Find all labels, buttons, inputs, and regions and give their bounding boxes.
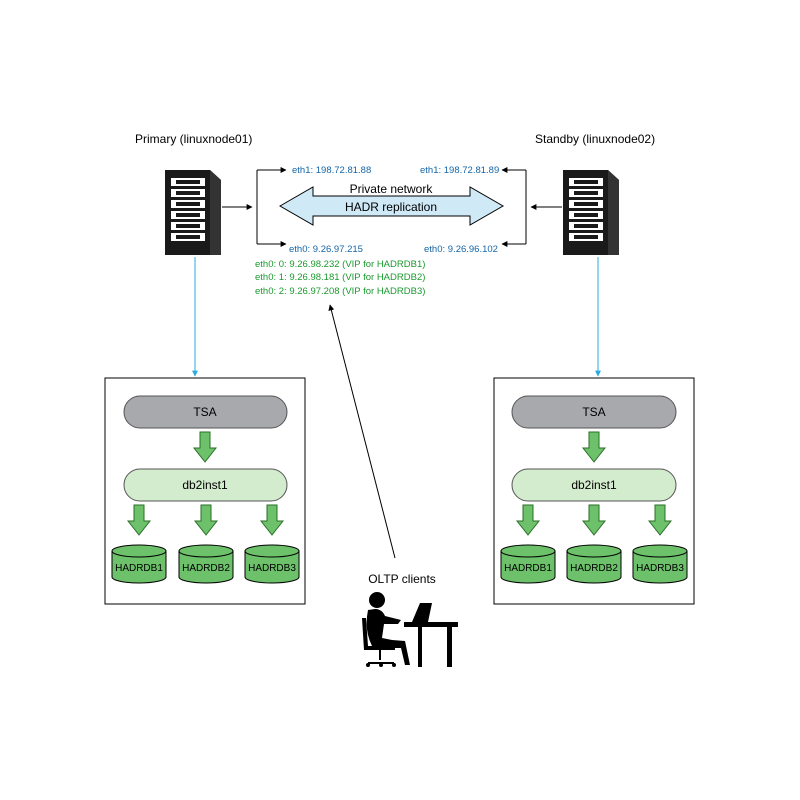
oltp-clients-label: OLTP clients [368, 572, 436, 586]
standby-server-icon [563, 170, 619, 255]
vip-label: eth0: 2: 9.26.97.208 (VIP for HADRDB3) [255, 286, 425, 297]
primary-instance-label: db2inst1 [182, 478, 228, 492]
standby-db-label: HADRDB1 [504, 563, 552, 574]
primary-title: Primary (linuxnode01) [135, 132, 252, 146]
primary-connectors [222, 167, 287, 247]
primary-node-box: TSA db2inst1 HADRDB1 HADRDB2 HADRDB3 [104, 377, 306, 605]
primary-server-icon [165, 170, 221, 255]
primary-db-label: HADRDB3 [248, 563, 296, 574]
standby-eth1-label: eth1: 198.72.81.89 [420, 165, 499, 176]
standby-tsa-label: TSA [582, 405, 605, 419]
standby-instance-label: db2inst1 [571, 478, 617, 492]
primary-instance-pill [123, 468, 288, 502]
hadr-replication-arrow [278, 186, 505, 226]
standby-db-label: HADRDB2 [570, 563, 618, 574]
user-at-desk-icon [362, 592, 458, 667]
standby-connectors [501, 167, 562, 247]
vip-label: eth0: 1: 9.26.98.181 (VIP for HADRDB2) [255, 272, 425, 283]
clients-to-vip-arrow [328, 304, 396, 559]
primary-tsa-pill [123, 395, 288, 429]
primary-eth1-label: eth1: 198.72.81.88 [292, 165, 371, 176]
standby-instance-pill [511, 468, 677, 502]
primary-db-label: HADRDB2 [182, 563, 230, 574]
standby-db-label: HADRDB3 [636, 563, 684, 574]
standby-eth0-label: eth0: 9.26.96.102 [424, 244, 498, 255]
primary-eth0-label: eth0: 9.26.97.215 [289, 244, 363, 255]
primary-tsa-label: TSA [193, 405, 216, 419]
hadr-replication-label: HADR replication [345, 200, 437, 214]
primary-db-label: HADRDB1 [115, 563, 163, 574]
standby-title: Standby (linuxnode02) [535, 132, 655, 146]
standby-tsa-pill [511, 395, 677, 429]
private-network-label: Private network [350, 182, 434, 196]
standby-node-box: TSA db2inst1 HADRDB1 HADRDB2 HADRDB3 [493, 377, 695, 605]
vip-label: eth0: 0: 9.26.98.232 (VIP for HADRDB1) [255, 259, 425, 270]
